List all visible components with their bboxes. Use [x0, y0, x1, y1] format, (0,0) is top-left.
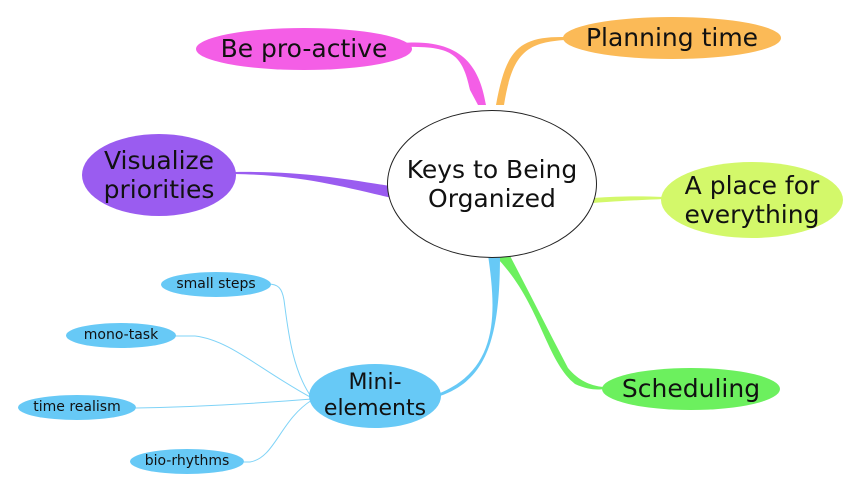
node-time-realism-label: time realism	[33, 399, 121, 416]
link-small-steps	[267, 283, 313, 399]
node-a-place-for-everything-label: A place for everything	[684, 170, 820, 230]
node-visualize-priorities-label: Visualize priorities	[103, 145, 215, 205]
link-visualize-priorities	[234, 171, 392, 198]
central-topic[interactable]: Keys to Being Organized	[387, 110, 597, 258]
node-mono-task-label: mono-task	[83, 327, 159, 344]
node-planning-time[interactable]: Planning time	[563, 17, 781, 59]
node-mini-elements-label: Mini- elements	[323, 370, 427, 421]
node-mono-task[interactable]: mono-task	[66, 323, 176, 348]
link-scheduling	[494, 252, 604, 390]
node-bio-rhythms[interactable]: bio-rhythms	[130, 449, 244, 474]
link-mono-task	[174, 335, 313, 399]
link-planning-time	[496, 36, 566, 105]
node-small-steps-label: small steps	[176, 276, 256, 293]
node-scheduling-label: Scheduling	[621, 374, 761, 404]
node-be-pro-active-label: Be pro-active	[220, 34, 388, 64]
node-scheduling[interactable]: Scheduling	[602, 368, 780, 410]
link-time-realism	[135, 398, 313, 409]
node-small-steps[interactable]: small steps	[161, 272, 271, 297]
link-mini-elements	[440, 255, 500, 396]
node-be-pro-active[interactable]: Be pro-active	[196, 28, 412, 70]
node-a-place-for-everything[interactable]: A place for everything	[661, 162, 843, 238]
node-mini-elements[interactable]: Mini- elements	[309, 364, 441, 428]
node-bio-rhythms-label: bio-rhythms	[144, 453, 230, 470]
central-topic-label: Keys to Being Organized	[406, 154, 578, 214]
link-bio-rhythms	[244, 399, 313, 463]
node-time-realism[interactable]: time realism	[18, 395, 136, 420]
link-be-pro-active	[402, 42, 486, 105]
node-visualize-priorities[interactable]: Visualize priorities	[82, 134, 236, 216]
link-a-place-for-everything	[593, 196, 664, 203]
node-planning-time-label: Planning time	[585, 23, 759, 53]
